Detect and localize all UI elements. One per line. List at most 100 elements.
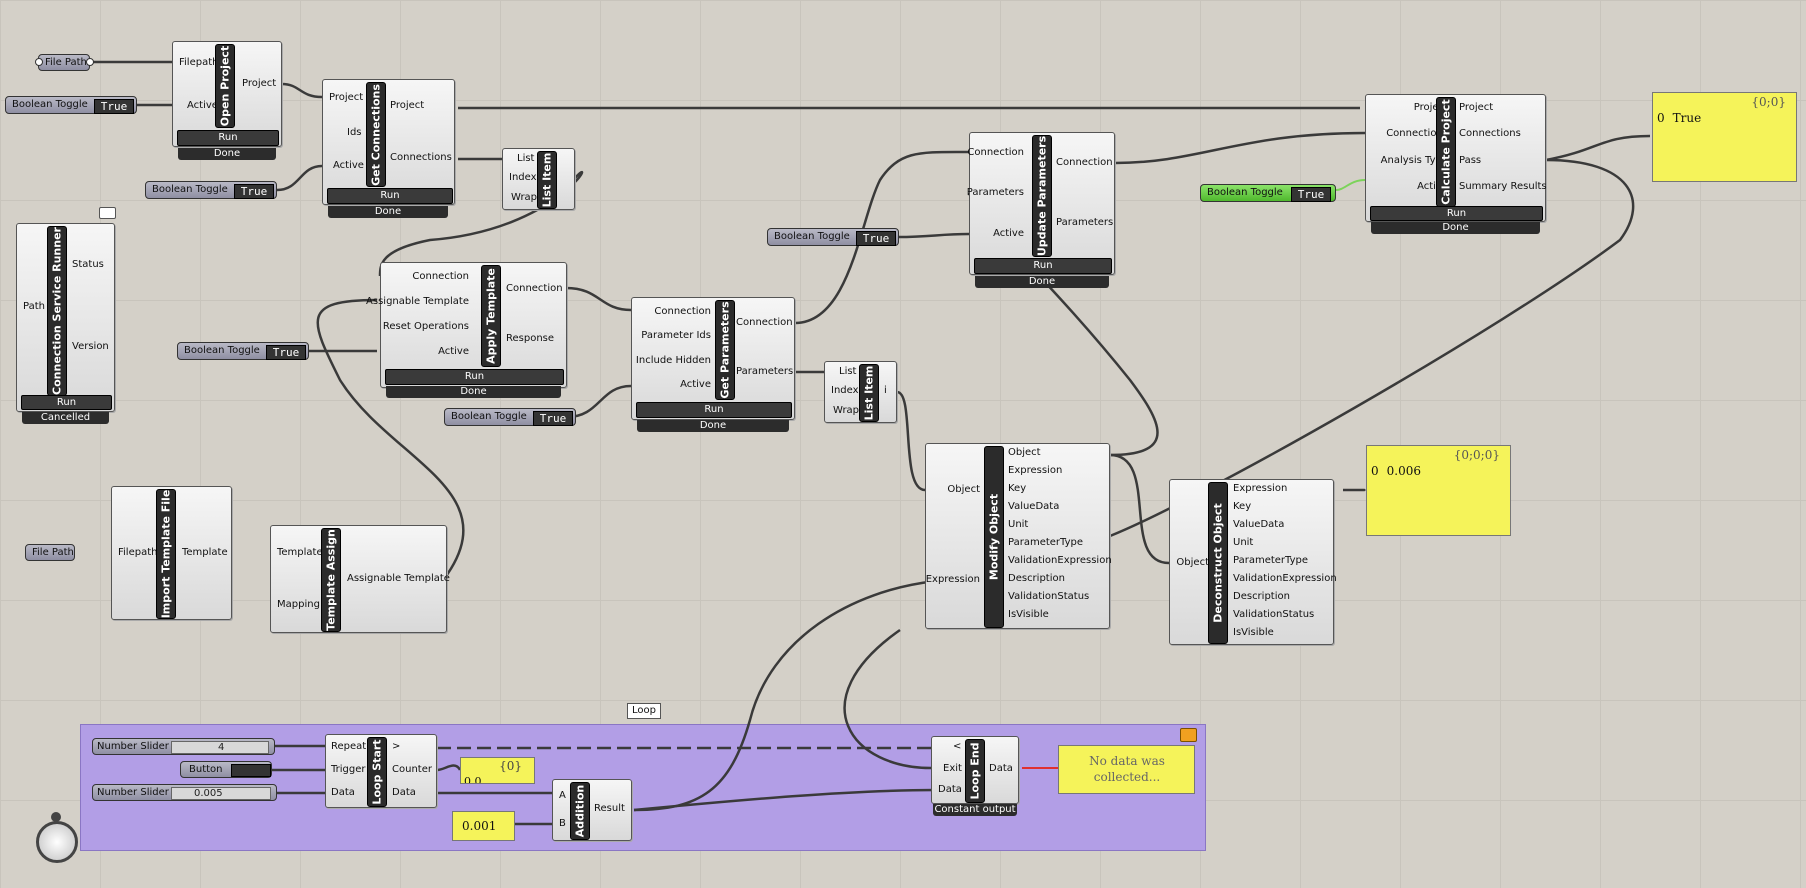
component-name: Calculate Project xyxy=(1436,97,1456,207)
file-path-param[interactable]: File Path xyxy=(25,544,75,561)
run-button[interactable]: Run xyxy=(21,395,112,410)
toggle-value[interactable]: True xyxy=(234,184,274,199)
comment-icon[interactable] xyxy=(99,207,116,219)
input-connection: Connection xyxy=(654,306,711,317)
output-description: Description xyxy=(1008,573,1065,584)
output-description: Description xyxy=(1233,591,1290,602)
run-button[interactable]: Run xyxy=(1370,206,1543,221)
navigation-compass-icon[interactable] xyxy=(36,821,78,863)
port[interactable] xyxy=(35,58,43,66)
button-face[interactable] xyxy=(231,764,271,777)
output-valuedata: ValueData xyxy=(1008,501,1060,512)
run-button[interactable]: Run xyxy=(327,188,453,204)
number-slider[interactable]: Number Slider 4 xyxy=(92,738,275,755)
calculate-project-component[interactable]: Project Connections Analysis Type Active… xyxy=(1365,94,1547,222)
output-parameters: Parameters xyxy=(736,366,794,377)
list-item-component[interactable]: List Index Wrap List Item i xyxy=(824,361,897,423)
slider-track[interactable]: 4 xyxy=(171,741,269,754)
component-name: Import Template File xyxy=(156,489,176,619)
open-project-component[interactable]: Filepath Active Open Project Project Run xyxy=(172,41,282,147)
component-name: Addition xyxy=(570,782,590,840)
output-object: Object xyxy=(1008,447,1041,458)
output-connections: Connections xyxy=(390,152,452,163)
run-button[interactable]: Run xyxy=(385,369,564,385)
run-button[interactable]: Run xyxy=(974,258,1112,274)
input-less: < xyxy=(953,741,962,752)
panel-value: 0.001 xyxy=(462,819,497,833)
done-status: Done xyxy=(328,206,448,218)
panel-value: 0.006 xyxy=(1386,464,1421,478)
number-panel[interactable]: 0.001 xyxy=(452,811,515,841)
output-greater: > xyxy=(392,741,401,752)
boolean-toggle[interactable]: Boolean Toggle True xyxy=(444,408,576,426)
input-exit: Exit xyxy=(943,763,962,774)
toggle-value[interactable]: True xyxy=(94,99,134,114)
cancelled-status: Cancelled xyxy=(22,412,109,424)
toggle-value[interactable]: True xyxy=(533,411,573,426)
empty-output-panel[interactable]: No data was collected... xyxy=(1058,745,1195,794)
file-path-param[interactable]: File Path xyxy=(38,54,90,71)
toggle-label: Boolean Toggle xyxy=(184,345,260,356)
input-active: Active xyxy=(438,346,469,357)
warning-flag-icon[interactable] xyxy=(1180,728,1197,742)
run-button[interactable]: Run xyxy=(177,130,279,146)
import-template-file-component[interactable]: Filepath Import Template File Template xyxy=(111,486,232,620)
port[interactable] xyxy=(86,58,94,66)
output-parametertype: ParameterType xyxy=(1233,555,1308,566)
apply-template-component[interactable]: Connection Assignable Template Reset Ope… xyxy=(366,262,567,388)
update-parameters-component[interactable]: Connection Parameters Active Update Para… xyxy=(966,132,1115,275)
toggle-value[interactable]: True xyxy=(856,231,896,246)
button-param[interactable]: Button xyxy=(180,761,272,778)
input-parameters: Parameters xyxy=(966,187,1024,198)
output-expression: Expression xyxy=(1233,483,1288,494)
boolean-toggle[interactable]: Boolean Toggle True xyxy=(177,342,309,360)
run-button[interactable]: Run xyxy=(636,402,792,418)
done-status: Done xyxy=(386,386,561,398)
get-connections-component[interactable]: Project Ids Active Get Connections Proje… xyxy=(322,79,455,205)
output-connection: Connection xyxy=(506,283,563,294)
compass-knob-icon xyxy=(51,812,61,822)
toggle-value[interactable]: True xyxy=(1291,187,1331,202)
slider-label: Number Slider xyxy=(97,787,169,798)
component-name: List Item xyxy=(859,364,879,422)
toggle-label: Boolean Toggle xyxy=(451,411,527,422)
loop-start-component[interactable]: Repeat Trigger Data Loop Start > Counter… xyxy=(325,734,437,808)
input-data: Data xyxy=(331,787,355,798)
loop-end-component[interactable]: < Exit Data Loop End Data xyxy=(931,736,1019,804)
deconstruct-object-component[interactable]: Object Deconstruct Object Expression Key… xyxy=(1169,479,1337,645)
number-slider[interactable]: Number Slider 0.005 xyxy=(92,784,277,801)
component-name: Template Assign xyxy=(321,528,341,632)
modify-object-component[interactable]: Object Expression Modify Object Object E… xyxy=(925,443,1112,629)
output-template: Template xyxy=(182,547,228,558)
boolean-toggle[interactable]: Boolean Toggle True xyxy=(767,228,899,246)
boolean-toggle[interactable]: Boolean Toggle True xyxy=(5,96,137,114)
input-mapping: Mapping xyxy=(277,599,320,610)
get-parameters-component[interactable]: Connection Parameter Ids Include Hidden … xyxy=(631,297,795,420)
counter-panel[interactable]: {0} 0 0 xyxy=(460,757,535,784)
output-project: Project xyxy=(1459,102,1494,113)
addition-component[interactable]: A B Addition Result xyxy=(552,779,632,841)
template-assign-component[interactable]: Template Mapping Template Assign Assigna… xyxy=(270,525,450,633)
panel-path: {0} xyxy=(499,759,522,773)
slider-track[interactable]: 0.005 xyxy=(171,787,271,800)
toggle-label: Boolean Toggle xyxy=(774,231,850,242)
list-item-component[interactable]: List Index Wrap List Item xyxy=(502,148,575,210)
component-name: List Item xyxy=(537,151,557,209)
connection-service-runner-component[interactable]: Path Connection Service Runner Status Ve… xyxy=(16,223,115,412)
toggle-value[interactable]: True xyxy=(266,345,306,360)
loop-group-tooltip: Loop xyxy=(627,703,661,719)
output-key: Key xyxy=(1008,483,1027,494)
input-ids: Ids xyxy=(347,127,362,138)
input-reset-operations: Reset Operations xyxy=(382,321,469,332)
input-b: B xyxy=(559,818,566,829)
input-project: Project xyxy=(329,92,364,103)
input-object: Object xyxy=(947,484,980,495)
input-path: Path xyxy=(23,301,45,312)
file-path-label: File Path xyxy=(32,547,74,558)
toggle-label: Boolean Toggle xyxy=(12,99,88,110)
panel-message: No data was collected... xyxy=(1089,754,1165,784)
